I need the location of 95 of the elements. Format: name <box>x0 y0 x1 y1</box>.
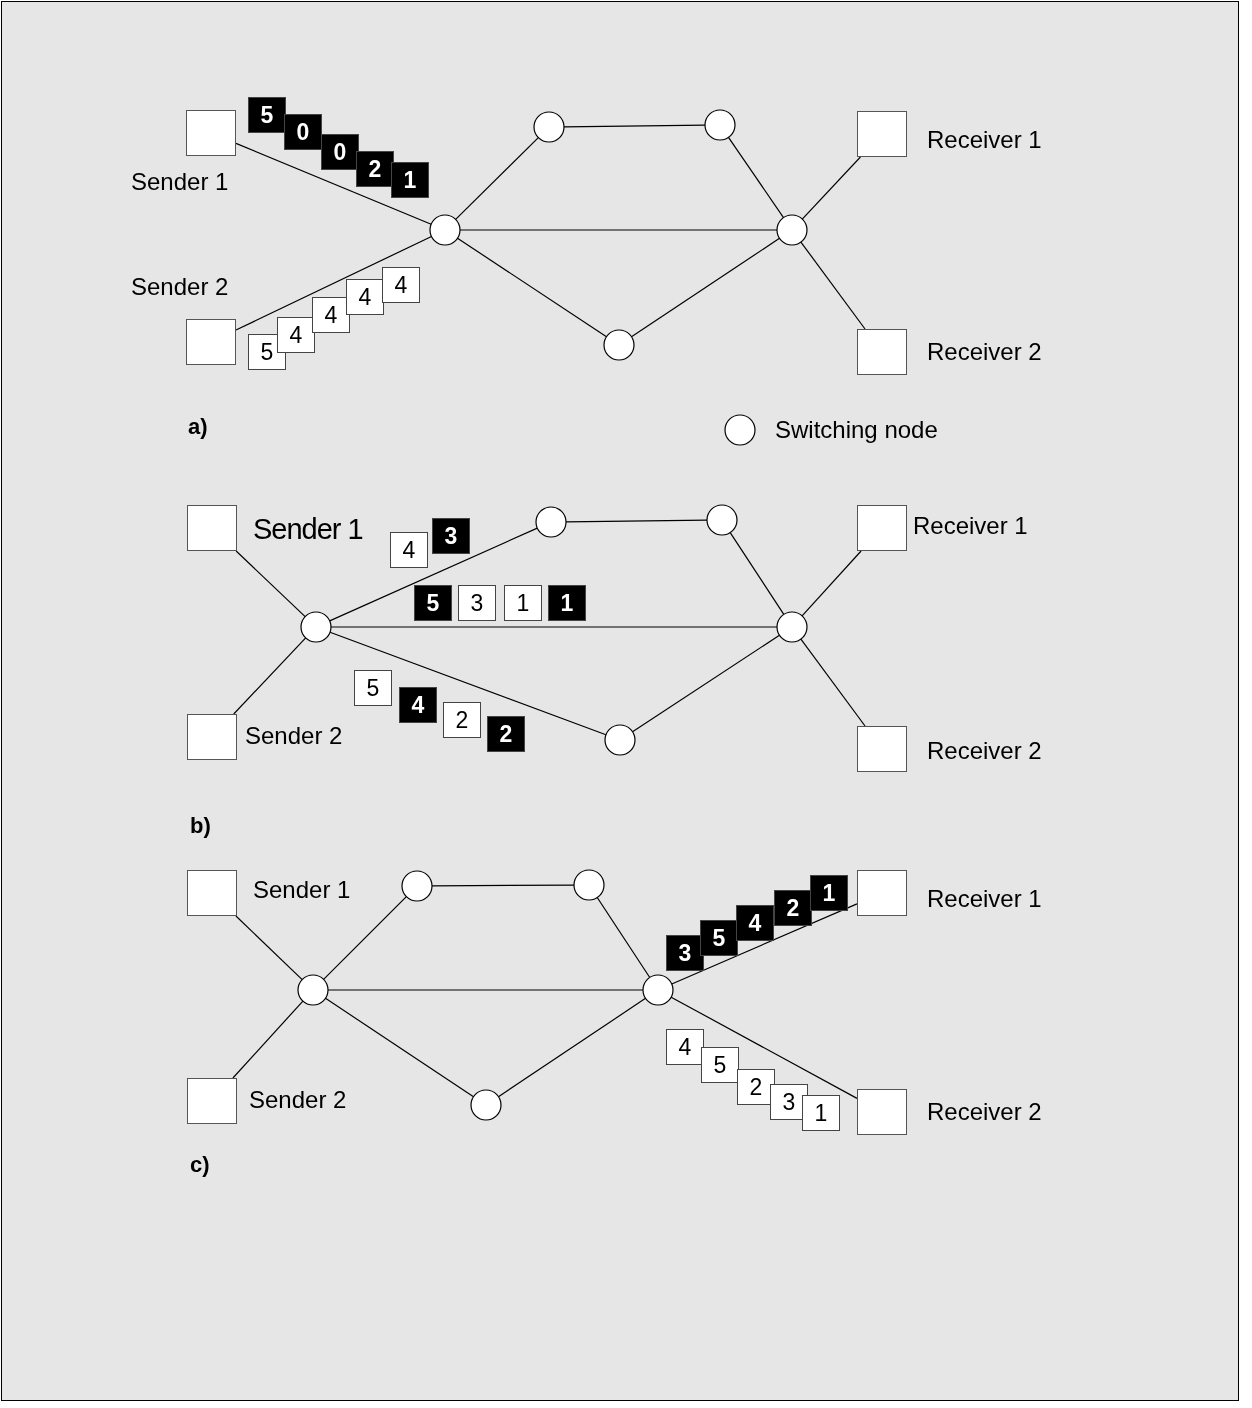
switching-node-circle <box>642 974 674 1006</box>
link-line <box>670 996 858 1099</box>
packet: 1 <box>810 875 848 911</box>
packet: 1 <box>802 1095 840 1131</box>
link-line <box>456 237 608 338</box>
switching-node-circle <box>300 611 332 643</box>
switching-node-circle <box>297 974 329 1006</box>
link-line <box>801 156 862 220</box>
packet: 5 <box>414 585 452 621</box>
panel-label: c) <box>190 1152 210 1178</box>
packet: 4 <box>390 532 428 568</box>
terminal-box <box>186 319 236 365</box>
node-label: Receiver 2 <box>927 338 1042 366</box>
link-line <box>233 637 307 715</box>
switching-node-circle <box>533 111 565 143</box>
node-label: Receiver 1 <box>927 126 1042 154</box>
node-label: Receiver 1 <box>927 885 1042 913</box>
packet: 0 <box>284 114 322 150</box>
switching-node-circle <box>603 329 635 361</box>
packet: 4 <box>312 297 350 333</box>
switching-node-circle <box>704 109 736 141</box>
terminal-box <box>187 1078 237 1124</box>
legend-label: Switching node <box>775 416 938 444</box>
packet: 3 <box>666 935 704 971</box>
node-label: Receiver 1 <box>913 512 1028 540</box>
terminal-box <box>857 1089 907 1135</box>
link-line <box>800 638 866 727</box>
packet: 2 <box>356 151 394 187</box>
packet: 2 <box>443 702 481 738</box>
node-label: Sender 2 <box>131 273 229 301</box>
node-label: Receiver 2 <box>927 1098 1042 1126</box>
link-line <box>596 896 651 979</box>
switching-node-circle <box>429 214 461 246</box>
packet: 1 <box>504 585 542 621</box>
link-line <box>324 997 475 1098</box>
link-line <box>630 237 781 338</box>
link-line <box>671 903 858 985</box>
link-line <box>329 631 607 736</box>
terminal-box <box>187 505 237 551</box>
terminal-box <box>187 870 237 916</box>
link-line <box>235 235 433 331</box>
packet: 3 <box>458 585 496 621</box>
packet: 4 <box>346 279 384 315</box>
packet: 2 <box>487 716 525 752</box>
panel-label: b) <box>190 813 211 839</box>
link-line <box>455 136 539 221</box>
link-line <box>232 1000 304 1079</box>
packet: 5 <box>354 670 392 706</box>
packet: 3 <box>432 518 470 554</box>
switching-node-circle <box>470 1089 502 1121</box>
packet: 5 <box>701 1047 739 1083</box>
link-line <box>235 550 306 618</box>
packet: 4 <box>382 267 420 303</box>
switching-node-circle <box>776 214 808 246</box>
node-label: Receiver 2 <box>927 737 1042 765</box>
switching-node-circle <box>776 611 808 643</box>
terminal-box <box>857 726 907 772</box>
terminal-box <box>857 329 907 375</box>
switching-node-circle <box>535 506 567 538</box>
link-line <box>235 915 303 981</box>
terminal-box <box>187 714 237 760</box>
terminal-box <box>186 110 236 156</box>
node-label: Sender 2 <box>249 1086 347 1114</box>
packet: 2 <box>737 1069 775 1105</box>
packet: 4 <box>666 1029 704 1065</box>
link-line <box>729 531 785 616</box>
link-line <box>631 634 781 733</box>
node-label: Sender 1 <box>253 513 363 546</box>
panel-label: a) <box>188 414 208 440</box>
node-label: Sender 2 <box>245 722 343 750</box>
terminal-box <box>857 505 907 551</box>
terminal-box <box>857 111 907 157</box>
packet: 1 <box>548 585 586 621</box>
packet: 4 <box>277 317 315 353</box>
node-label: Sender 1 <box>131 168 229 196</box>
packet: 1 <box>391 162 429 198</box>
link-line <box>329 527 538 622</box>
node-label: Sender 1 <box>253 876 351 904</box>
switching-node-circle <box>604 724 636 756</box>
packet: 5 <box>248 97 286 133</box>
link-line <box>800 241 866 330</box>
link-line <box>801 550 862 617</box>
link-line <box>323 896 407 980</box>
packet: 4 <box>399 687 437 723</box>
link-line <box>497 997 647 1098</box>
packet: 2 <box>774 890 812 926</box>
link-line <box>727 136 785 219</box>
switching-node-circle <box>573 869 605 901</box>
packet: 5 <box>700 920 738 956</box>
packet: 0 <box>321 134 359 170</box>
terminal-box <box>857 870 907 916</box>
switching-node-circle <box>401 870 433 902</box>
switching-node-circle <box>706 504 738 536</box>
link-line <box>235 142 432 225</box>
packet: 4 <box>736 905 774 941</box>
